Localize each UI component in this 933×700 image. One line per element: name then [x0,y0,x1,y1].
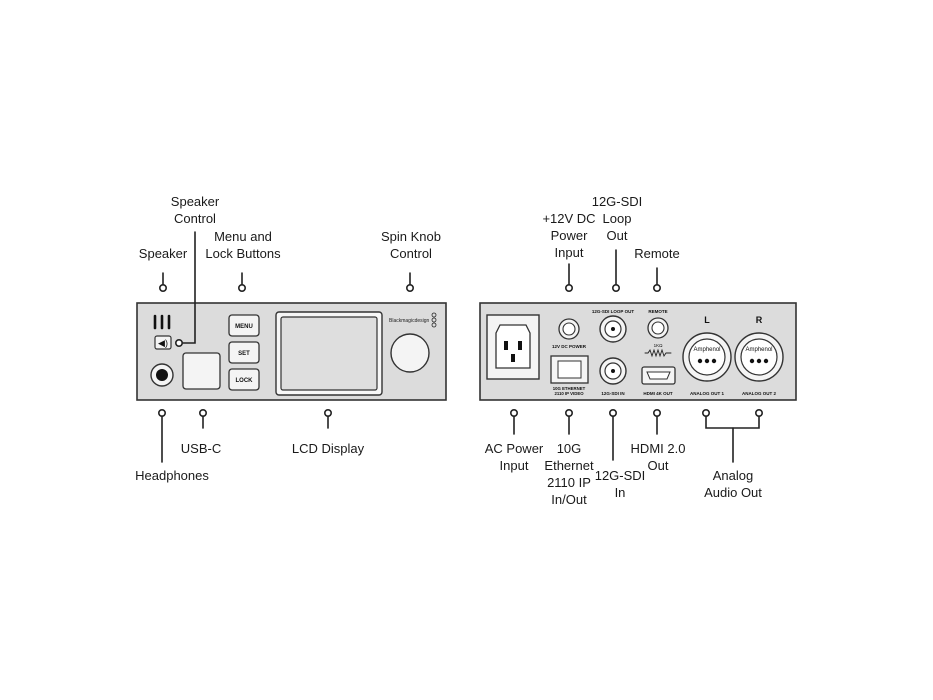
callout-spin-knob: Spin Knob Control [381,229,441,261]
spin-knob [390,333,430,373]
set-button-label: SET [238,351,250,357]
callout-ethernet: 10G Ethernet 2110 IP In/Out [544,441,594,507]
menu-button-label: MENU [235,324,253,330]
analog-out-1-label: ANALOG OUT 1 [690,391,724,396]
resistor-symbol [644,348,672,358]
callout-hdmi-out: HDMI 2.0 Out [630,441,686,473]
analog-out-2-label: ANALOG OUT 2 [742,391,776,396]
brand-logo-text: Blackmagicdesign [389,318,430,324]
callout-analog-audio-out: Analog Audio Out [704,468,762,500]
xlr-left-brand: Amphenol [693,347,720,353]
callout-loop-out: 12G-SDI Loop Out [591,194,643,243]
callout-menu-lock-buttons: Menu and Lock Buttons [205,229,281,261]
sdi-in-label: 12G-SDI IN [601,391,624,396]
xlr-right-brand: Amphenol [745,347,772,353]
ethernet-label-line1: 10G ETHERNET [553,386,586,391]
rear-panel: 12V DC POWER 10G ETHERNET 2110 IP VIDEO … [479,302,797,401]
lock-button-label: LOCK [236,378,254,384]
dc-power-label: 12V DC POWER [552,344,587,349]
callout-sdi-in: 12G-SDI In [594,468,646,500]
right-channel-label: R [756,315,763,325]
loop-out-label: 12G-SDI LOOP OUT [592,309,634,314]
rear-leader-lines [509,249,763,463]
callout-usb-c: USB-C [180,441,222,456]
ethernet-label-line2: 2110 IP VIDEO [554,391,584,396]
left-channel-label: L [704,315,710,325]
lock-button [228,368,260,391]
usb-c-port [182,352,221,390]
callout-headphones: Headphones [135,468,209,483]
volume-icon: ◀) [158,338,168,348]
callout-ac-power: AC Power Input [484,441,544,473]
callout-remote: Remote [634,246,680,261]
callout-dc-power: +12V DC Power Input [542,211,596,260]
set-button [228,341,260,364]
menu-button [228,314,260,337]
speaker-icon [153,314,171,330]
remote-label: REMOTE [648,309,667,314]
hdmi-label: HDMI 4K OUT [643,391,673,396]
front-panel: ◀) MENU SET LOCK Blackmagicdesign [136,302,447,401]
callout-speaker: Speaker [138,246,188,261]
resistor-label: 1KΩ [654,343,664,348]
callout-speaker-control: Speaker Control [170,194,220,226]
speaker-control-button [154,335,172,350]
front-leader-lines [158,231,414,463]
callout-lcd-display: LCD Display [291,441,365,456]
